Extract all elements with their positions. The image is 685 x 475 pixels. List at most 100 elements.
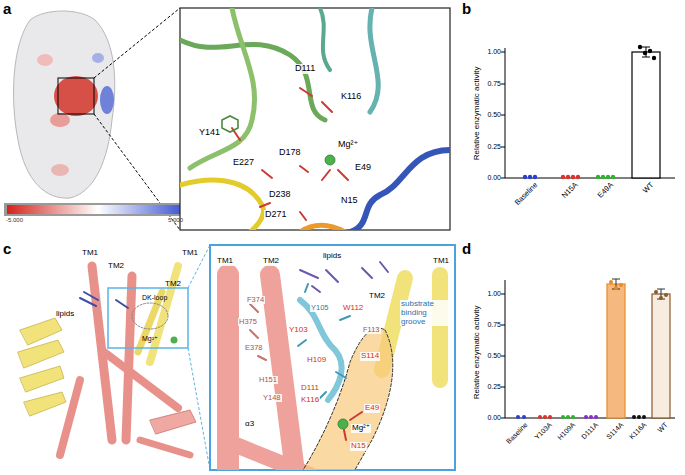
category-label: Baseline: [505, 421, 529, 445]
bar-chart-d: [543, 415, 547, 419]
lipid-label: lipids: [56, 310, 74, 319]
bar-chart-d: [652, 294, 670, 418]
protein-surface: [37, 54, 53, 66]
helix-label: TM2: [165, 280, 181, 289]
residue-label: E378: [244, 344, 264, 352]
bar-chart-b: [561, 175, 565, 179]
category-label: K116A: [628, 421, 648, 441]
axis-tick: 0.00: [487, 174, 501, 182]
helix-label: TM2: [108, 262, 124, 271]
membrane-protein-cartoon: [104, 352, 178, 408]
zoom-frame: [180, 8, 450, 230]
protein-surface: [92, 53, 104, 63]
residue-label: E49: [364, 404, 380, 413]
residue-label: H109: [306, 356, 327, 365]
binding-site-cartoon: [270, 275, 296, 470]
bar-chart-d: [501, 294, 505, 418]
zoom-marker: [108, 288, 188, 348]
category-label: Y103A: [533, 421, 553, 441]
category-label: E49A: [596, 181, 615, 200]
membrane-protein-cartoon: [126, 276, 132, 440]
axis-tick: 0.25: [487, 383, 501, 391]
ion-label: Mg²⁺: [351, 424, 371, 433]
membrane-protein-cartoon: [18, 340, 64, 368]
helix-label: TM2: [368, 292, 386, 301]
bar-chart-d: [505, 280, 506, 418]
bar-chart-b: [648, 49, 652, 53]
color-scale: [4, 203, 192, 216]
residue-label: K116: [340, 92, 362, 102]
bar-chart-b: [611, 175, 615, 179]
helix-label: TM2: [262, 257, 280, 266]
axis-tick: 1.00: [487, 48, 501, 56]
panel-letter: a: [3, 1, 11, 18]
residue-label: H375: [238, 318, 258, 326]
bar-chart-b: [632, 52, 660, 178]
bar-chart-d: [538, 415, 542, 419]
residue-label: F113: [362, 326, 381, 334]
bar-chart-d: [571, 415, 575, 419]
bar-chart-d: [637, 415, 641, 419]
bar-chart-b: [501, 45, 675, 179]
bar-chart-d: [501, 279, 675, 419]
magnesium-ion: [338, 419, 348, 429]
bar-chart-d: [642, 415, 646, 419]
zoom-marker: [94, 8, 180, 78]
bar-chart-d: [607, 284, 625, 418]
axis-tick: 1.00: [487, 290, 501, 298]
magnesium-ion: [325, 155, 335, 165]
membrane-protein-cartoon: [140, 440, 190, 455]
bar-chart-b: [576, 175, 580, 179]
residue-label: E49: [354, 163, 372, 173]
axis-tick: 0.00: [487, 414, 501, 422]
residue-label: H151: [258, 376, 278, 384]
binding-site-cartoon: [236, 445, 310, 470]
bar-chart-b: [528, 175, 532, 179]
binding-site-cartoon: [300, 262, 388, 292]
axis-title: Relative enzymatic activity: [473, 305, 482, 399]
binding-site-cartoon: [432, 275, 448, 380]
ribbon-cartoon: [180, 180, 264, 230]
helix-label: TM1: [432, 257, 450, 266]
axis-tick: 0.75: [487, 321, 501, 329]
residue-label: N15: [340, 196, 359, 206]
membrane-protein-cartoon: [18, 266, 196, 455]
category-label: WT: [656, 421, 669, 434]
bar-chart-b: [505, 48, 506, 178]
bar-chart-b: [643, 51, 647, 55]
bar-chart-d: [619, 283, 623, 287]
bar-chart-d: [609, 280, 613, 284]
ribbon-cartoon: [190, 8, 255, 168]
protein-surface: [54, 76, 98, 116]
bar-chart-b: [523, 175, 527, 179]
groove-label: substrate binding groove: [400, 300, 454, 326]
lipid-label: lipids: [322, 252, 342, 261]
bar-chart-d: [594, 415, 598, 419]
binding-site-cartoon: [298, 284, 350, 400]
ribbon-cartoon: [370, 8, 378, 112]
residue-label: K116: [300, 396, 320, 405]
category-label: WT: [642, 181, 656, 195]
category-label: N15A: [561, 181, 580, 200]
membrane-protein-cartoon: [132, 303, 168, 329]
ribbon-cartoon: [232, 88, 348, 220]
bar-chart-b: [533, 175, 537, 179]
scale-value: 5.000: [168, 217, 183, 224]
residue-label: Y103: [288, 326, 309, 335]
category-label: S114A: [605, 421, 625, 441]
ribbon-cartoon: [300, 225, 345, 230]
ion-label: Mg²⁺: [337, 140, 359, 150]
ribbon-cartoon: [350, 150, 450, 230]
helix-label: α3: [244, 420, 255, 429]
residue-label: Y141: [198, 128, 221, 138]
bar-chart-b: [596, 175, 600, 179]
ribbon-cartoon: [222, 116, 238, 132]
bar-chart-d: [654, 290, 658, 294]
panel-letter: b: [462, 1, 471, 18]
bar-chart-b: [606, 175, 610, 179]
color-scale: [4, 203, 192, 216]
bar-chart-d: [566, 415, 570, 419]
bar-chart-d: [612, 279, 665, 299]
bar-chart-d: [664, 293, 668, 297]
